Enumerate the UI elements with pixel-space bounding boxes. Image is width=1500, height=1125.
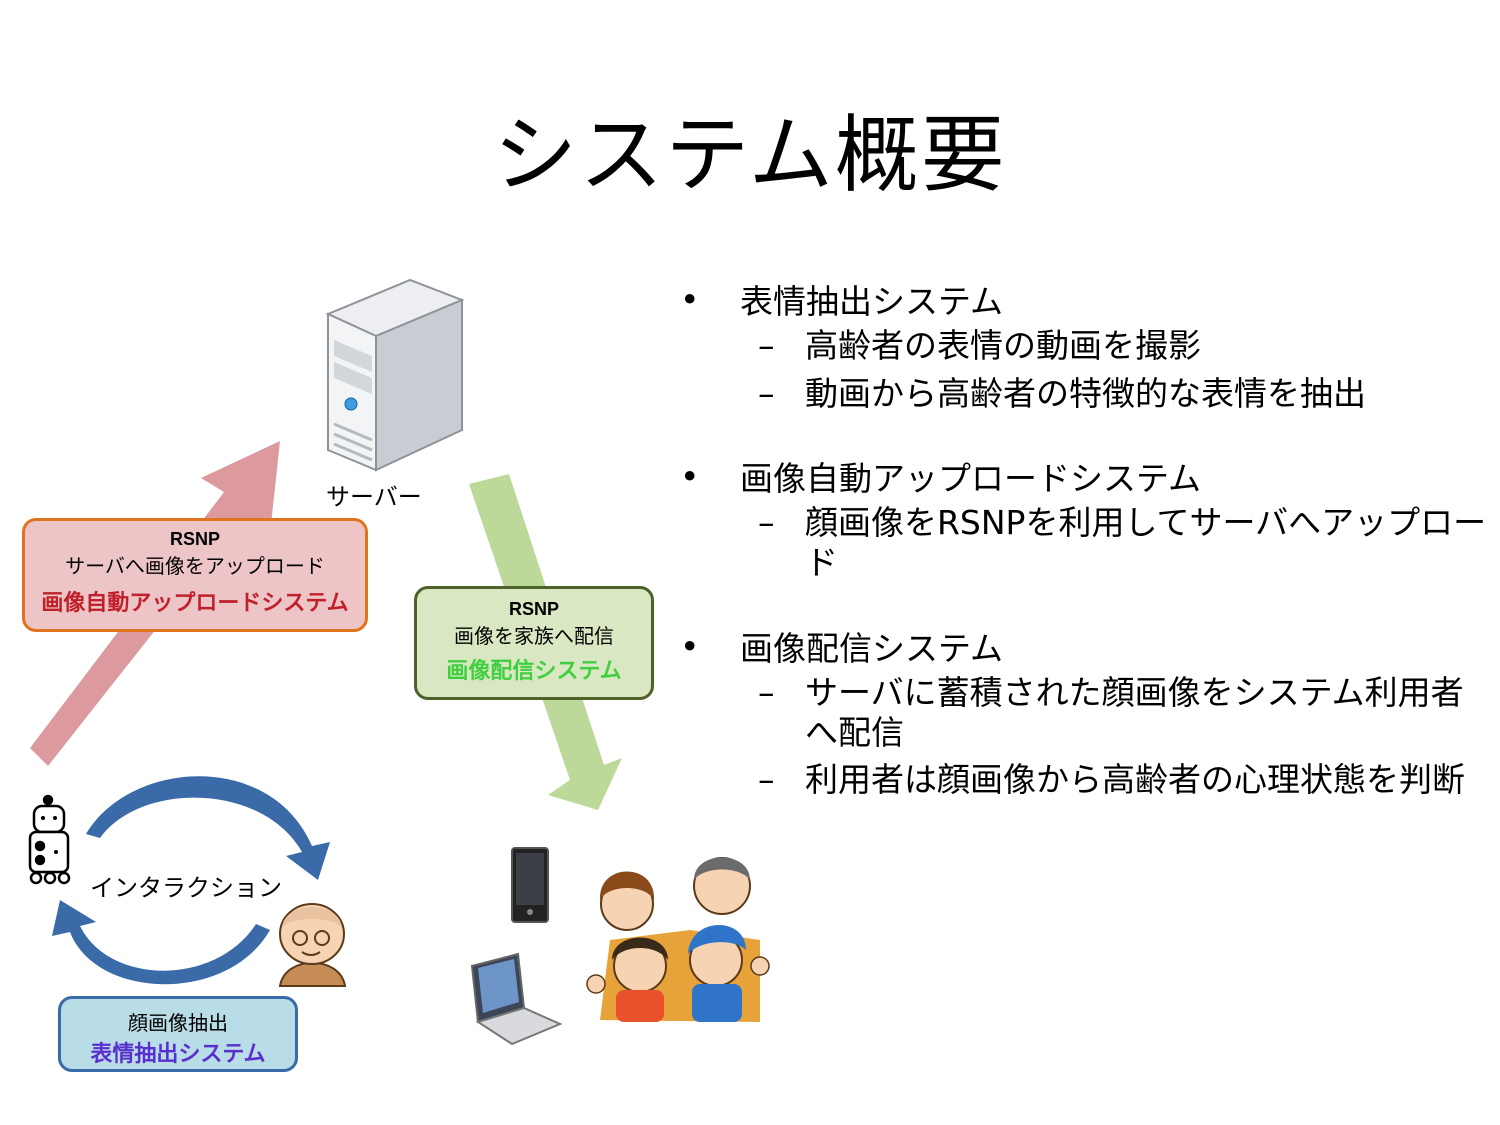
bullet-list: •表情抽出システム –高齢者の表情の動画を撮影 –動画から高齢者の特徴的な表情を…: [680, 280, 1490, 808]
upload-system-box: RSNP サーバへ画像をアップロード 画像自動アップロードシステム: [22, 518, 368, 632]
server-label: サーバー: [326, 483, 422, 511]
sub-bullet-item: –利用者は顔画像から高齢者の心理状態を判断: [758, 760, 1465, 800]
bullet-dash: –: [758, 503, 775, 542]
extraction-system-name: 表情抽出システム: [90, 1042, 266, 1067]
server-icon: [325, 278, 465, 472]
sub-bullet-item: –顔画像をRSNPを利用してサーバへアップロード: [758, 503, 1487, 583]
robot-icon: [28, 794, 71, 885]
smartphone-icon: [511, 847, 549, 923]
delivery-system-box: RSNP 画像を家族へ配信 画像配信システム: [414, 586, 654, 700]
sub-bullet-item: –動画から高齢者の特徴的な表情を抽出: [758, 373, 1366, 413]
upload-system-name: 画像自動アップロードシステム: [41, 591, 349, 616]
bullet-dash: –: [758, 760, 775, 800]
extraction-system-box: 顔画像抽出 表情抽出システム: [58, 996, 298, 1072]
bullet-item: •画像配信システム: [680, 626, 1004, 668]
interaction-arrow-bottom: [52, 900, 270, 985]
laptop-icon: [470, 952, 563, 1046]
elderly-person-icon: [278, 903, 347, 987]
bullet-dot: •: [680, 456, 700, 496]
sub-bullet-item: –サーバに蓄積された顔画像をシステム利用者へ配信: [758, 672, 1464, 752]
upload-description: サーバへ画像をアップロード: [65, 554, 325, 578]
bullet-dash: –: [758, 672, 775, 712]
interaction-arrow-top: [86, 776, 330, 880]
delivery-system-name: 画像配信システム: [446, 659, 622, 684]
slide-title: システム概要: [493, 106, 1007, 204]
bullet-item: •表情抽出システム: [680, 280, 1004, 321]
bullet-dot: •: [680, 280, 700, 319]
family-icon: [586, 857, 770, 1022]
bullet-item: •画像自動アップロードシステム: [680, 456, 1202, 498]
extraction-description: 顔画像抽出: [128, 1011, 228, 1035]
bullet-dash: –: [758, 326, 775, 366]
delivery-description: 画像を家族へ配信: [454, 624, 614, 648]
delivery-protocol: RSNP: [508, 599, 559, 619]
bullet-dash: –: [758, 373, 775, 413]
sub-bullet-item: –高齢者の表情の動画を撮影: [758, 326, 1201, 366]
interaction-label: インタラクション: [90, 874, 282, 902]
bullet-dot: •: [680, 626, 700, 666]
upload-protocol: RSNP: [169, 529, 220, 549]
